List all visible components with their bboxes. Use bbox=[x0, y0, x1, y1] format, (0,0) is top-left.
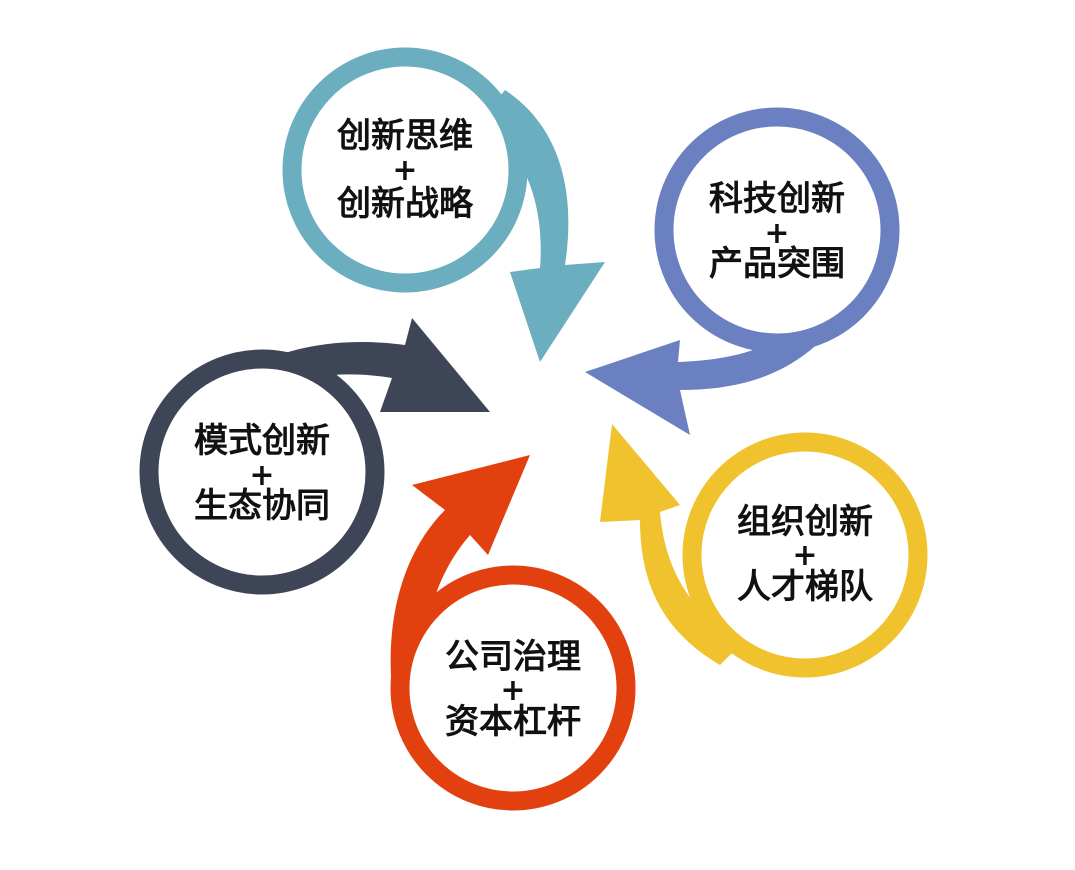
node-governance-plus: + bbox=[500, 673, 525, 708]
node-technology-line3: 产品突围 bbox=[709, 244, 845, 284]
node-ring-governance bbox=[390, 565, 636, 811]
node-governance-line3: 资本杠杆 bbox=[445, 702, 581, 742]
node-talent: 组织创新 + 人才梯队 bbox=[682, 432, 928, 678]
node-talent-plus: + bbox=[792, 538, 817, 573]
node-technology: 科技创新 + 产品突围 bbox=[654, 107, 900, 353]
node-strategy-plus: + bbox=[392, 153, 417, 188]
arrow-strategy bbox=[480, 90, 605, 362]
node-technology-line1: 科技创新 bbox=[709, 179, 845, 219]
node-talent-line1: 组织创新 bbox=[737, 502, 873, 542]
node-model-plus: + bbox=[249, 458, 274, 493]
node-ring-model bbox=[139, 349, 385, 595]
node-model-line3: 生态协同 bbox=[194, 486, 330, 526]
node-ring-talent bbox=[682, 432, 928, 678]
arrow-talent bbox=[600, 424, 740, 665]
arrow-model bbox=[210, 318, 490, 420]
node-governance: 公司治理 + 资本杠杆 bbox=[390, 565, 636, 811]
node-strategy-line3: 创新战略 bbox=[336, 184, 474, 224]
node-model: 模式创新 + 生态协同 bbox=[139, 349, 385, 595]
node-governance-line1: 公司治理 bbox=[445, 637, 581, 677]
arrow-technology bbox=[585, 300, 840, 435]
node-technology-plus: + bbox=[764, 216, 789, 251]
node-ring-strategy bbox=[282, 47, 528, 293]
node-strategy: 创新思维 + 创新战略 bbox=[282, 47, 528, 293]
node-ring-technology bbox=[654, 107, 900, 353]
node-model-line1: 模式创新 bbox=[194, 421, 330, 461]
node-talent-line3: 人才梯队 bbox=[737, 567, 874, 607]
node-strategy-line1: 创新思维 bbox=[336, 116, 473, 156]
